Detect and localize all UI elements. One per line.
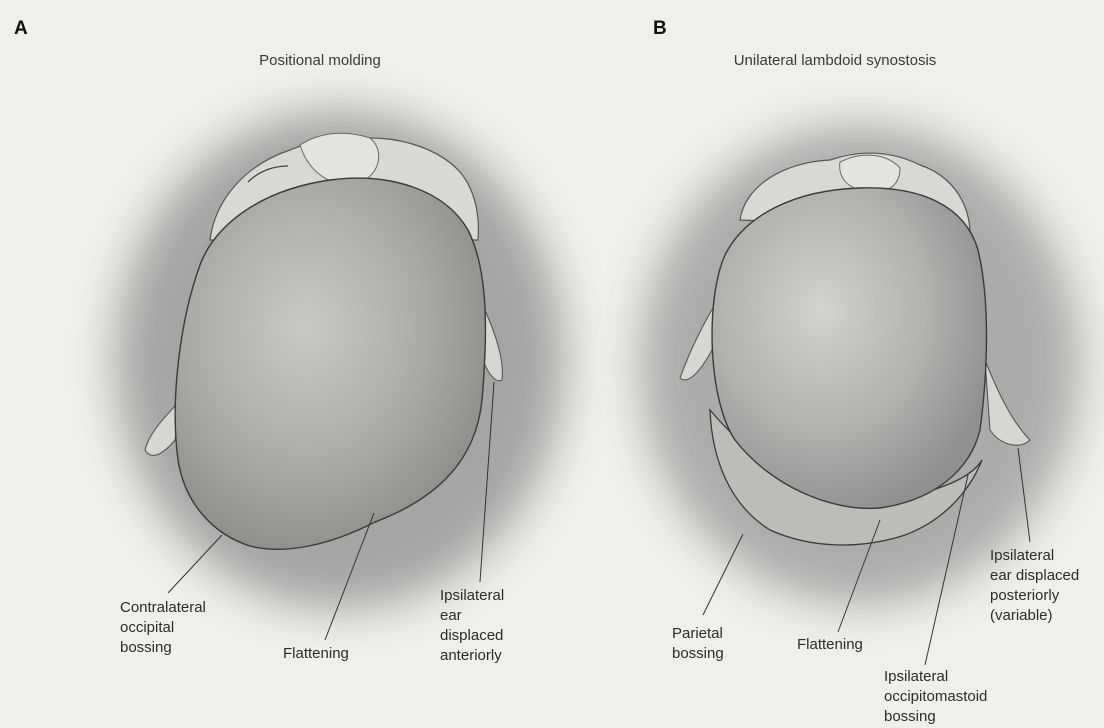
panel-title-b: Unilateral lambdoid synostosis [700, 52, 970, 69]
label-occipitomastoid-bossing: Ipsilateral occipitomastoid bossing [884, 667, 987, 727]
panel-title-a: Positional molding [200, 52, 440, 69]
panel-letter-b: B [653, 18, 667, 40]
label-ear-anteriorly: Ipsilateral ear displaced anteriorly [440, 586, 504, 666]
label-flattening-b: Flattening [797, 635, 863, 655]
skull-a [115, 110, 565, 610]
skull-b [640, 125, 1080, 605]
label-ear-posteriorly: Ipsilateral ear displaced posteriorly (v… [990, 546, 1079, 626]
label-parietal-bossing: Parietal bossing [672, 624, 724, 664]
panel-letter-a: A [14, 18, 28, 40]
label-contralateral-bossing: Contralateral occipital bossing [120, 598, 206, 658]
skull-vertex-b [712, 188, 986, 509]
label-flattening-a: Flattening [283, 644, 349, 664]
